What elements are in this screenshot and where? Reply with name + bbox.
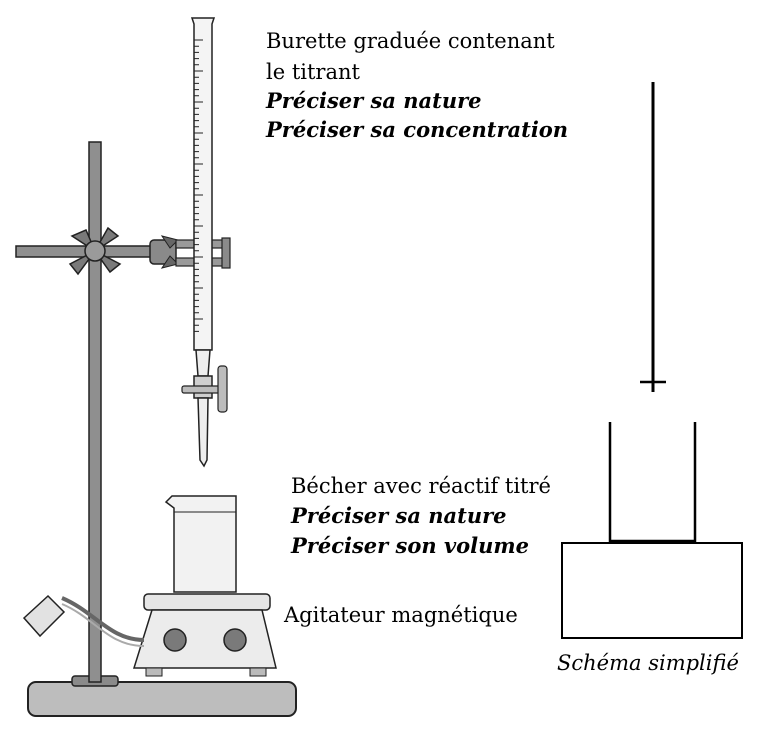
stand-rod	[88, 141, 102, 683]
burette-label-line1: Burette graduée contenant	[266, 29, 555, 53]
burette-clamp	[149, 235, 231, 269]
magnetic-stirrer	[22, 593, 277, 677]
simplified-schema	[561, 82, 743, 639]
burette-concentration-prompt: Préciser sa concentration	[266, 117, 569, 142]
boss-head-knob	[68, 226, 122, 276]
beaker	[164, 495, 237, 593]
schema-beaker	[608, 422, 697, 543]
burette-nature-prompt: Préciser sa nature	[266, 88, 482, 113]
schema-stirrer	[561, 542, 743, 639]
stand-base	[27, 675, 297, 717]
becher-label: Bécher avec réactif titré	[291, 474, 551, 498]
burette-label-line2: le titrant	[266, 60, 360, 84]
burette	[181, 17, 228, 468]
becher-nature-prompt: Préciser sa nature	[291, 503, 507, 528]
stirrer-label: Agitateur magnétique	[284, 603, 518, 627]
schema-caption: Schéma simplifié	[557, 651, 739, 675]
becher-volume-prompt: Préciser son volume	[291, 533, 529, 558]
